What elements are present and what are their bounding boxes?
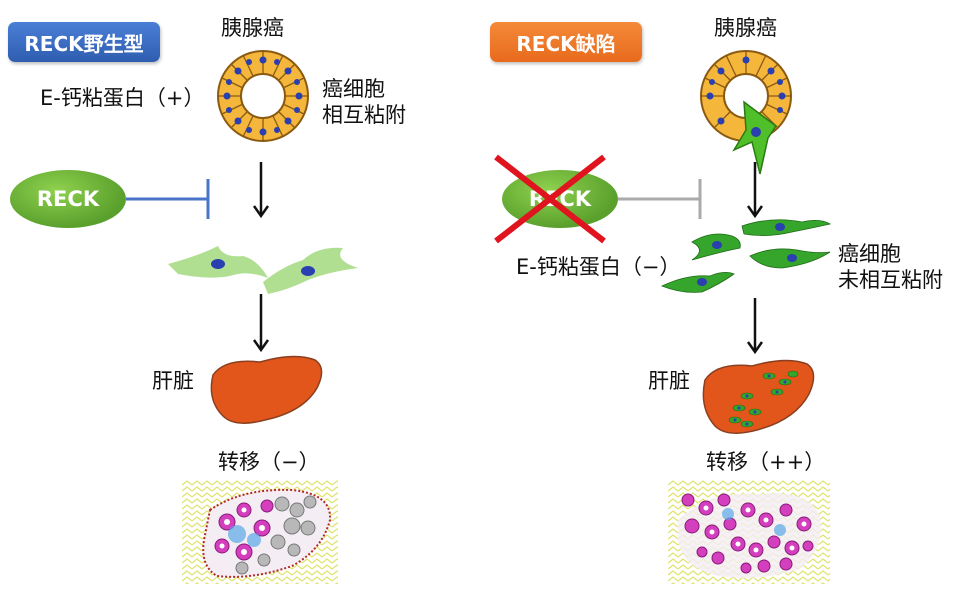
liver-icon	[210, 355, 323, 424]
inhibit-arrow-icon	[618, 179, 702, 219]
right-metastasis-label: 转移（++）	[706, 450, 826, 474]
liver-icon	[702, 359, 815, 434]
left-ecad-label: E-钙粘蛋白（+）	[40, 86, 205, 110]
right-tumor-label: 胰腺癌	[714, 16, 777, 40]
left-adhesion-label: 癌细胞 相互粘附	[322, 77, 406, 128]
acinus-icon	[700, 50, 792, 175]
left-tumor-label: 胰腺癌	[221, 16, 284, 40]
badge-reck-deficient: RECK缺陷	[490, 22, 642, 62]
right-ecad-label: E-钙粘蛋白（−）	[516, 255, 681, 279]
right-adhesion-label: 癌细胞 未相互粘附	[838, 242, 943, 293]
histology-icon	[668, 480, 830, 584]
down-arrow-icon	[252, 294, 270, 353]
right-liver-label: 肝脏	[648, 369, 690, 393]
down-arrow-icon	[746, 162, 764, 219]
fibroblast-cell-icon	[661, 219, 832, 293]
down-arrow-icon	[746, 298, 764, 355]
fibroblast-cell-icon	[168, 246, 358, 294]
down-arrow-icon	[252, 162, 270, 219]
acinus-icon	[217, 50, 309, 142]
reck-ellipse-left: RECK	[10, 170, 126, 228]
inhibit-arrow-icon	[126, 179, 210, 219]
reck-label-left: RECK	[36, 187, 100, 211]
histology-icon	[182, 480, 338, 584]
cross-icon	[494, 154, 606, 244]
badge-reck-wildtype: RECK野生型	[8, 22, 160, 62]
left-liver-label: 肝脏	[152, 369, 194, 393]
left-metastasis-label: 转移（−）	[218, 450, 320, 474]
